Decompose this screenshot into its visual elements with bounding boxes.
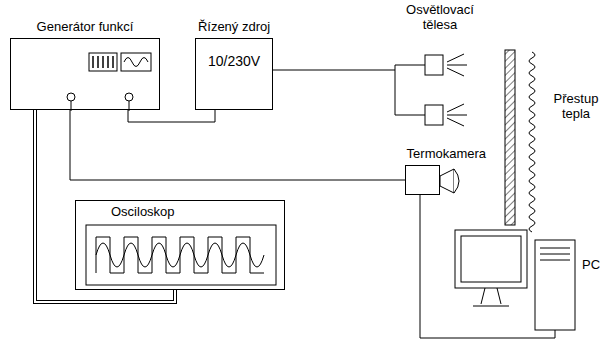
pc-drawing xyxy=(455,230,577,330)
wire xyxy=(128,110,215,122)
light-rays xyxy=(447,54,467,126)
power-supply: Řízený zdroj10/230V xyxy=(195,38,273,110)
oscilloscope-drawing xyxy=(76,201,284,289)
device-label: Osciloskop xyxy=(111,205,175,220)
device-label: Řízený zdroj xyxy=(198,20,270,35)
function-generator: Generátor funkcí xyxy=(10,38,160,110)
heat-label: Přestup tepla xyxy=(548,92,604,122)
function-generator-drawing xyxy=(11,39,159,109)
oscilloscope: Osciloskop xyxy=(75,200,285,290)
lamp xyxy=(425,55,443,125)
device-label: Generátor funkcí xyxy=(11,20,159,35)
hatched-wall xyxy=(505,50,515,225)
heat-wave xyxy=(529,52,535,232)
voltage-label: 10/230V xyxy=(208,53,260,69)
lamp-wiring xyxy=(273,65,425,115)
thermal-camera-drawing xyxy=(406,166,439,194)
device-label: Termokamera xyxy=(407,147,486,162)
device-label: PC xyxy=(582,258,600,273)
lamps-label: Osvětlovací tělesa xyxy=(400,3,480,33)
thermal-camera: Termokamera xyxy=(405,165,440,195)
pc: PC xyxy=(455,230,577,330)
wire xyxy=(70,110,405,180)
